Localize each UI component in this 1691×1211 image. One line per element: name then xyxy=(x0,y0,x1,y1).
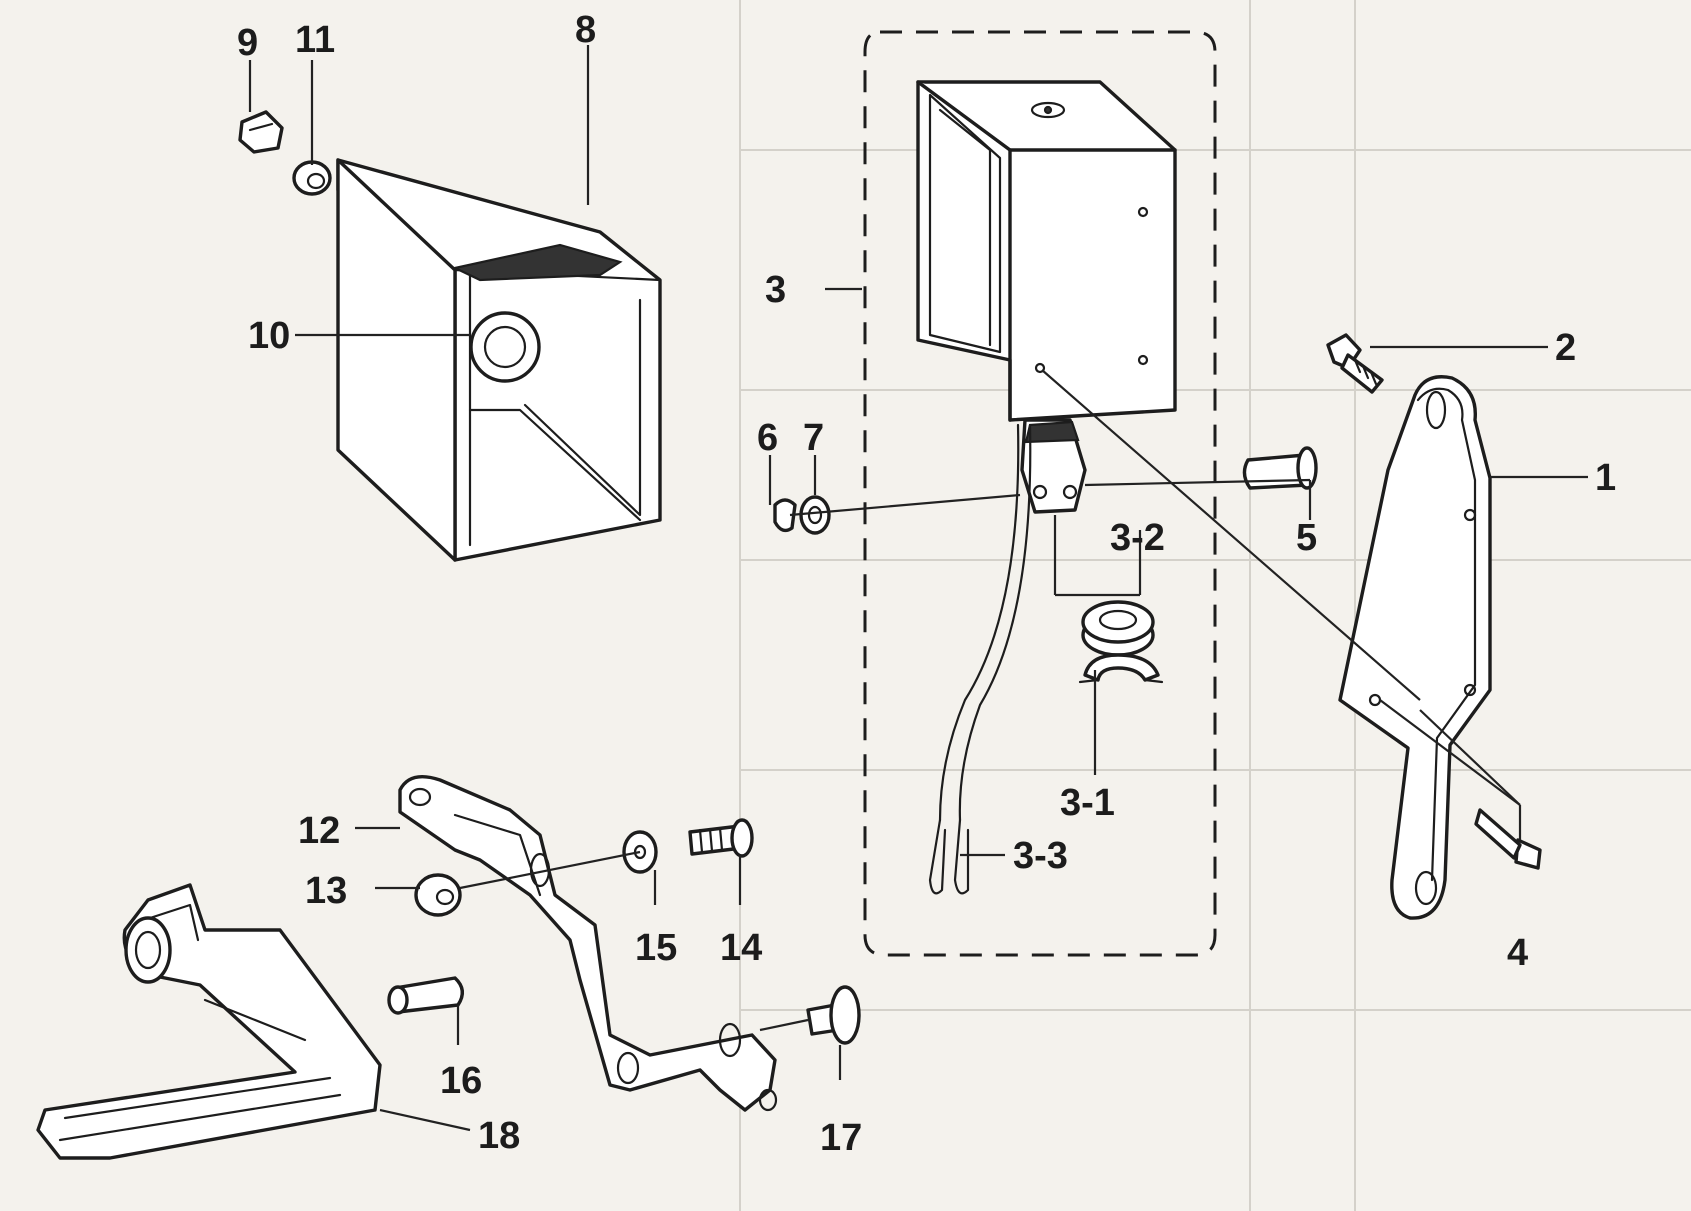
callout-13: 13 xyxy=(305,870,347,912)
callout-14: 14 xyxy=(720,927,762,969)
callout-1: 1 xyxy=(1595,457,1616,499)
callout-15: 15 xyxy=(635,927,677,969)
washer-7 xyxy=(799,495,831,535)
callout-4: 4 xyxy=(1507,932,1528,974)
assembly-3-dashed-box xyxy=(863,30,1217,957)
bracket-1 xyxy=(1338,375,1492,920)
callout-3-2: 3-2 xyxy=(1110,517,1165,559)
callout-12: 12 xyxy=(298,810,340,852)
callout-10: 10 xyxy=(248,315,290,357)
knee-lever-18 xyxy=(36,883,382,1160)
callout-3-1: 3-1 xyxy=(1060,782,1115,824)
callout-9: 9 xyxy=(237,22,258,64)
callout-labels: 9 11 8 10 3 2 1 6 7 5 3-2 3-1 3-3 4 12 1… xyxy=(237,9,1616,1159)
callout-16: 16 xyxy=(440,1060,482,1102)
screw-14 xyxy=(688,818,754,858)
callout-8: 8 xyxy=(575,9,596,51)
bushing-11 xyxy=(292,160,332,196)
callout-11: 11 xyxy=(295,19,335,61)
callout-6: 6 xyxy=(757,417,778,459)
callout-3: 3 xyxy=(765,269,786,311)
solenoid-cover-8 xyxy=(336,158,662,562)
callout-17: 17 xyxy=(820,1117,862,1159)
callout-5: 5 xyxy=(1296,517,1317,559)
retaining-ring-3-1 xyxy=(1078,653,1164,684)
spring-3-2 xyxy=(1081,600,1155,657)
reverse-solenoid-3 xyxy=(916,80,1177,895)
screw-9 xyxy=(238,110,284,154)
callout-3-3: 3-3 xyxy=(1013,835,1068,877)
stopper-16 xyxy=(387,976,464,1015)
lever-12 xyxy=(398,775,778,1112)
callout-18: 18 xyxy=(478,1115,520,1157)
screw-2 xyxy=(1326,333,1384,394)
callout-2: 2 xyxy=(1555,327,1576,369)
retaining-ring-6 xyxy=(773,498,797,533)
leader-lines xyxy=(248,45,1588,1132)
screw-4 xyxy=(1474,808,1542,870)
rubber-13 xyxy=(414,873,462,917)
screw-17 xyxy=(806,985,861,1045)
callout-7: 7 xyxy=(803,417,824,459)
